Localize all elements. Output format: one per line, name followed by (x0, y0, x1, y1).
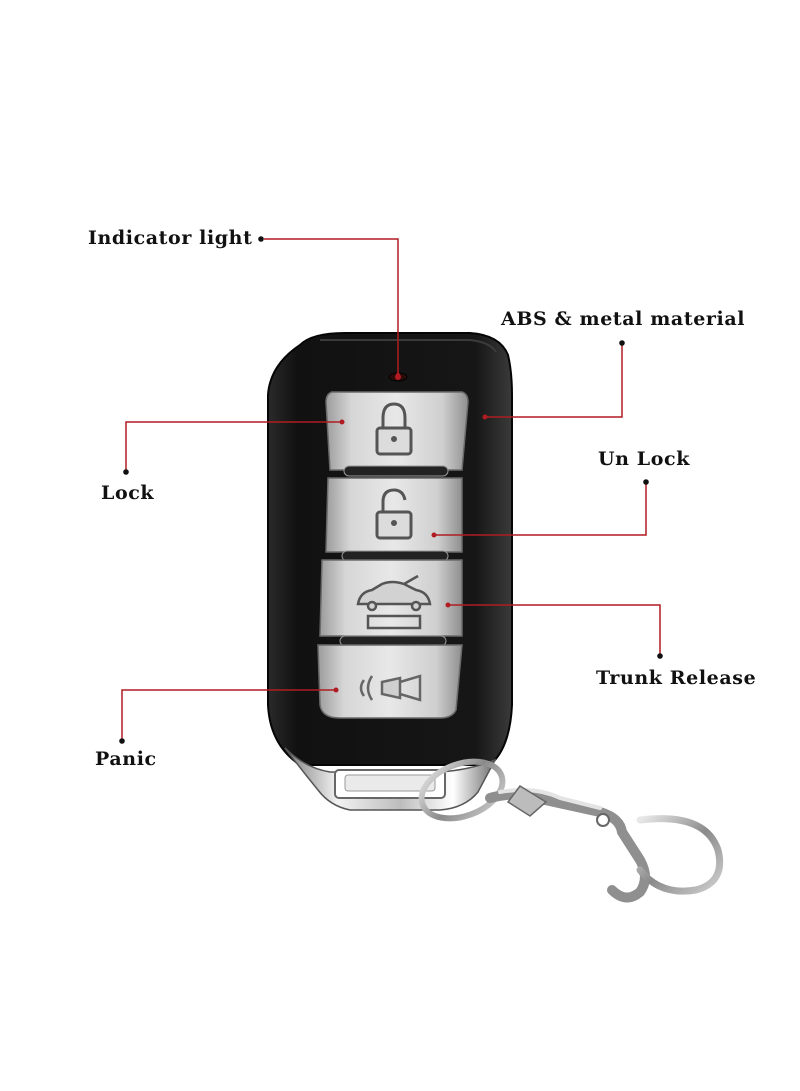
label-unlock: Un Lock (598, 448, 690, 470)
label-material: ABS & metal material (501, 308, 746, 330)
label-lock: Lock (101, 482, 155, 504)
lock-icon (375, 402, 413, 456)
leader-lock (125, 421, 342, 470)
leader-material (485, 345, 623, 418)
leader-panic (121, 689, 336, 739)
label-trunk-release: Trunk Release (596, 667, 757, 689)
unlock-icon (375, 488, 413, 540)
keyring-clip-icon (418, 758, 724, 903)
chrome-end-cap (284, 747, 497, 811)
leader-unlock (434, 484, 647, 536)
callout-dots (119, 236, 663, 744)
panic-horn-icon (359, 674, 422, 702)
leader-indicator-light (264, 238, 399, 374)
leader-trunk-release (448, 604, 661, 654)
label-indicator-light: Indicator light (88, 227, 253, 249)
trunk-icon (356, 574, 432, 630)
label-panic: Panic (95, 748, 157, 770)
callout-leaders (121, 238, 661, 739)
